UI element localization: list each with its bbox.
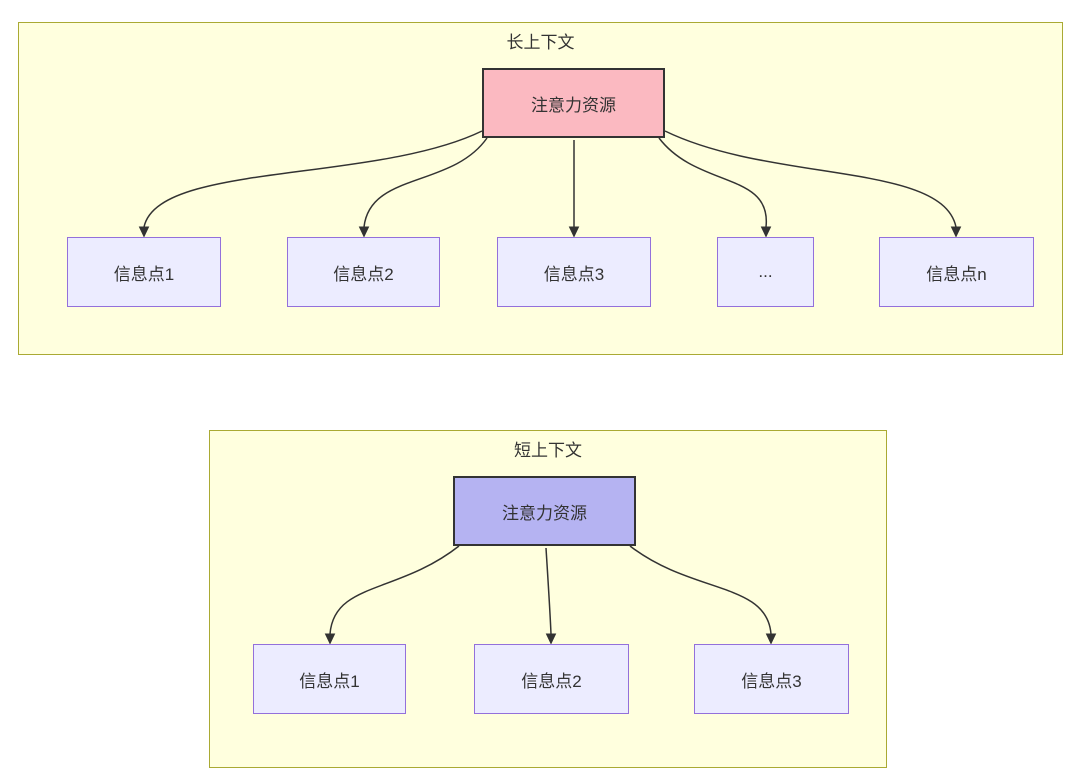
node-short-info3: 信息点3 <box>694 644 849 714</box>
node-long-dots: ... <box>717 237 814 307</box>
node-long-info1: 信息点1 <box>67 237 221 307</box>
node-long-info3: 信息点3 <box>497 237 651 307</box>
node-short-info1: 信息点1 <box>253 644 406 714</box>
node-short-attention: 注意力资源 <box>453 476 636 546</box>
node-long-infon: 信息点n <box>879 237 1034 307</box>
node-short-info2: 信息点2 <box>474 644 629 714</box>
node-long-info2: 信息点2 <box>287 237 440 307</box>
node-long-attention: 注意力资源 <box>482 68 665 138</box>
cluster-long-context-title: 长上下文 <box>506 33 575 52</box>
cluster-short-context-title: 短上下文 <box>514 441 582 460</box>
